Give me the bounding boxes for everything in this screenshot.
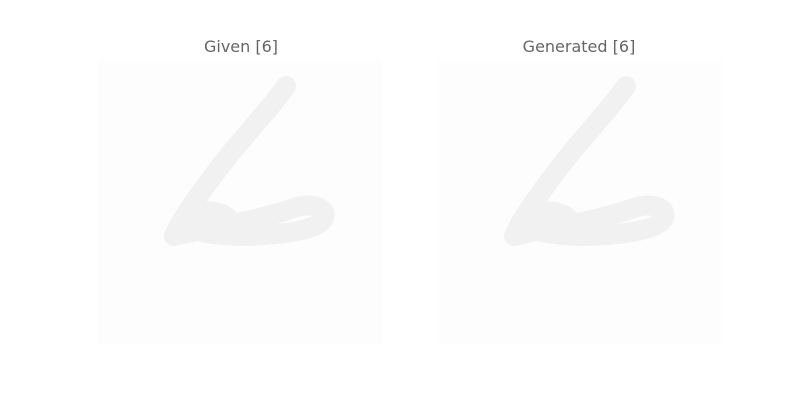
given-digit-image [98,60,382,344]
generated-panel: Generated [6] [400,0,800,400]
given-digit-stroke [164,76,335,246]
generated-title: Generated [6] [522,37,636,56]
generated-digit-stroke [504,76,675,246]
given-title: Given [6] [203,37,279,56]
generated-digit-image [438,60,722,344]
given-panel: Given [6] [98,37,382,344]
